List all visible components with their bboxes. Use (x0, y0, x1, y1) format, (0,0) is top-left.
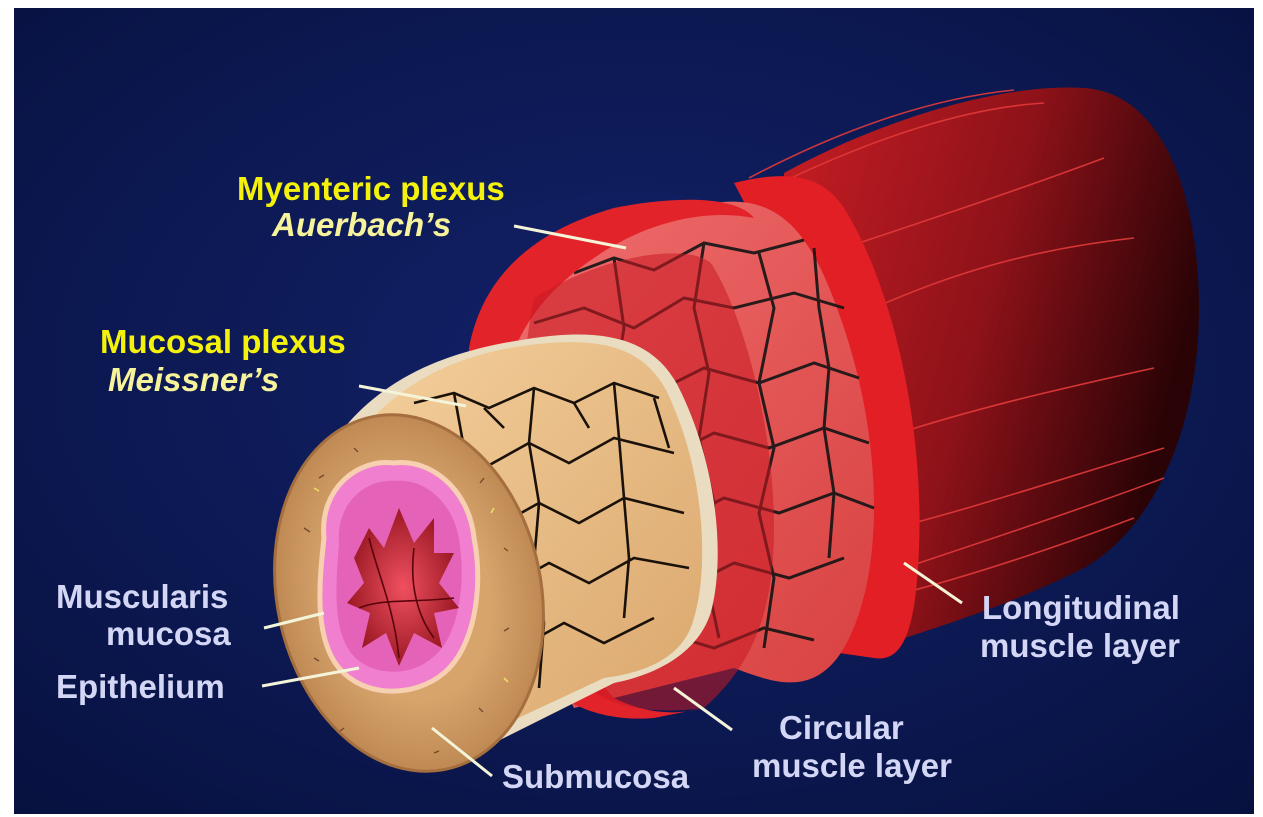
muscularis-mucosa-label-line2: mucosa (106, 617, 231, 650)
auerbachs-label: Auerbach’s (272, 208, 451, 241)
muscularis-mucosa-label-line1: Muscularis (56, 580, 228, 613)
longitudinal-muscle-label-line2: muscle layer (980, 629, 1180, 662)
gut-wall-diagram: Myenteric plexus Auerbach’s Mucosal plex… (14, 8, 1254, 814)
myenteric-plexus-label: Myenteric plexus (237, 172, 505, 205)
submucosa-label: Submucosa (502, 760, 689, 793)
epithelium-label: Epithelium (56, 670, 225, 703)
circular-muscle-label-line2: muscle layer (752, 749, 952, 782)
circular-muscle-label-line1: Circular (779, 711, 904, 744)
meissners-label: Meissner’s (108, 363, 279, 396)
longitudinal-muscle-label-line1: Longitudinal (982, 591, 1180, 624)
mucosal-plexus-label: Mucosal plexus (100, 325, 346, 358)
